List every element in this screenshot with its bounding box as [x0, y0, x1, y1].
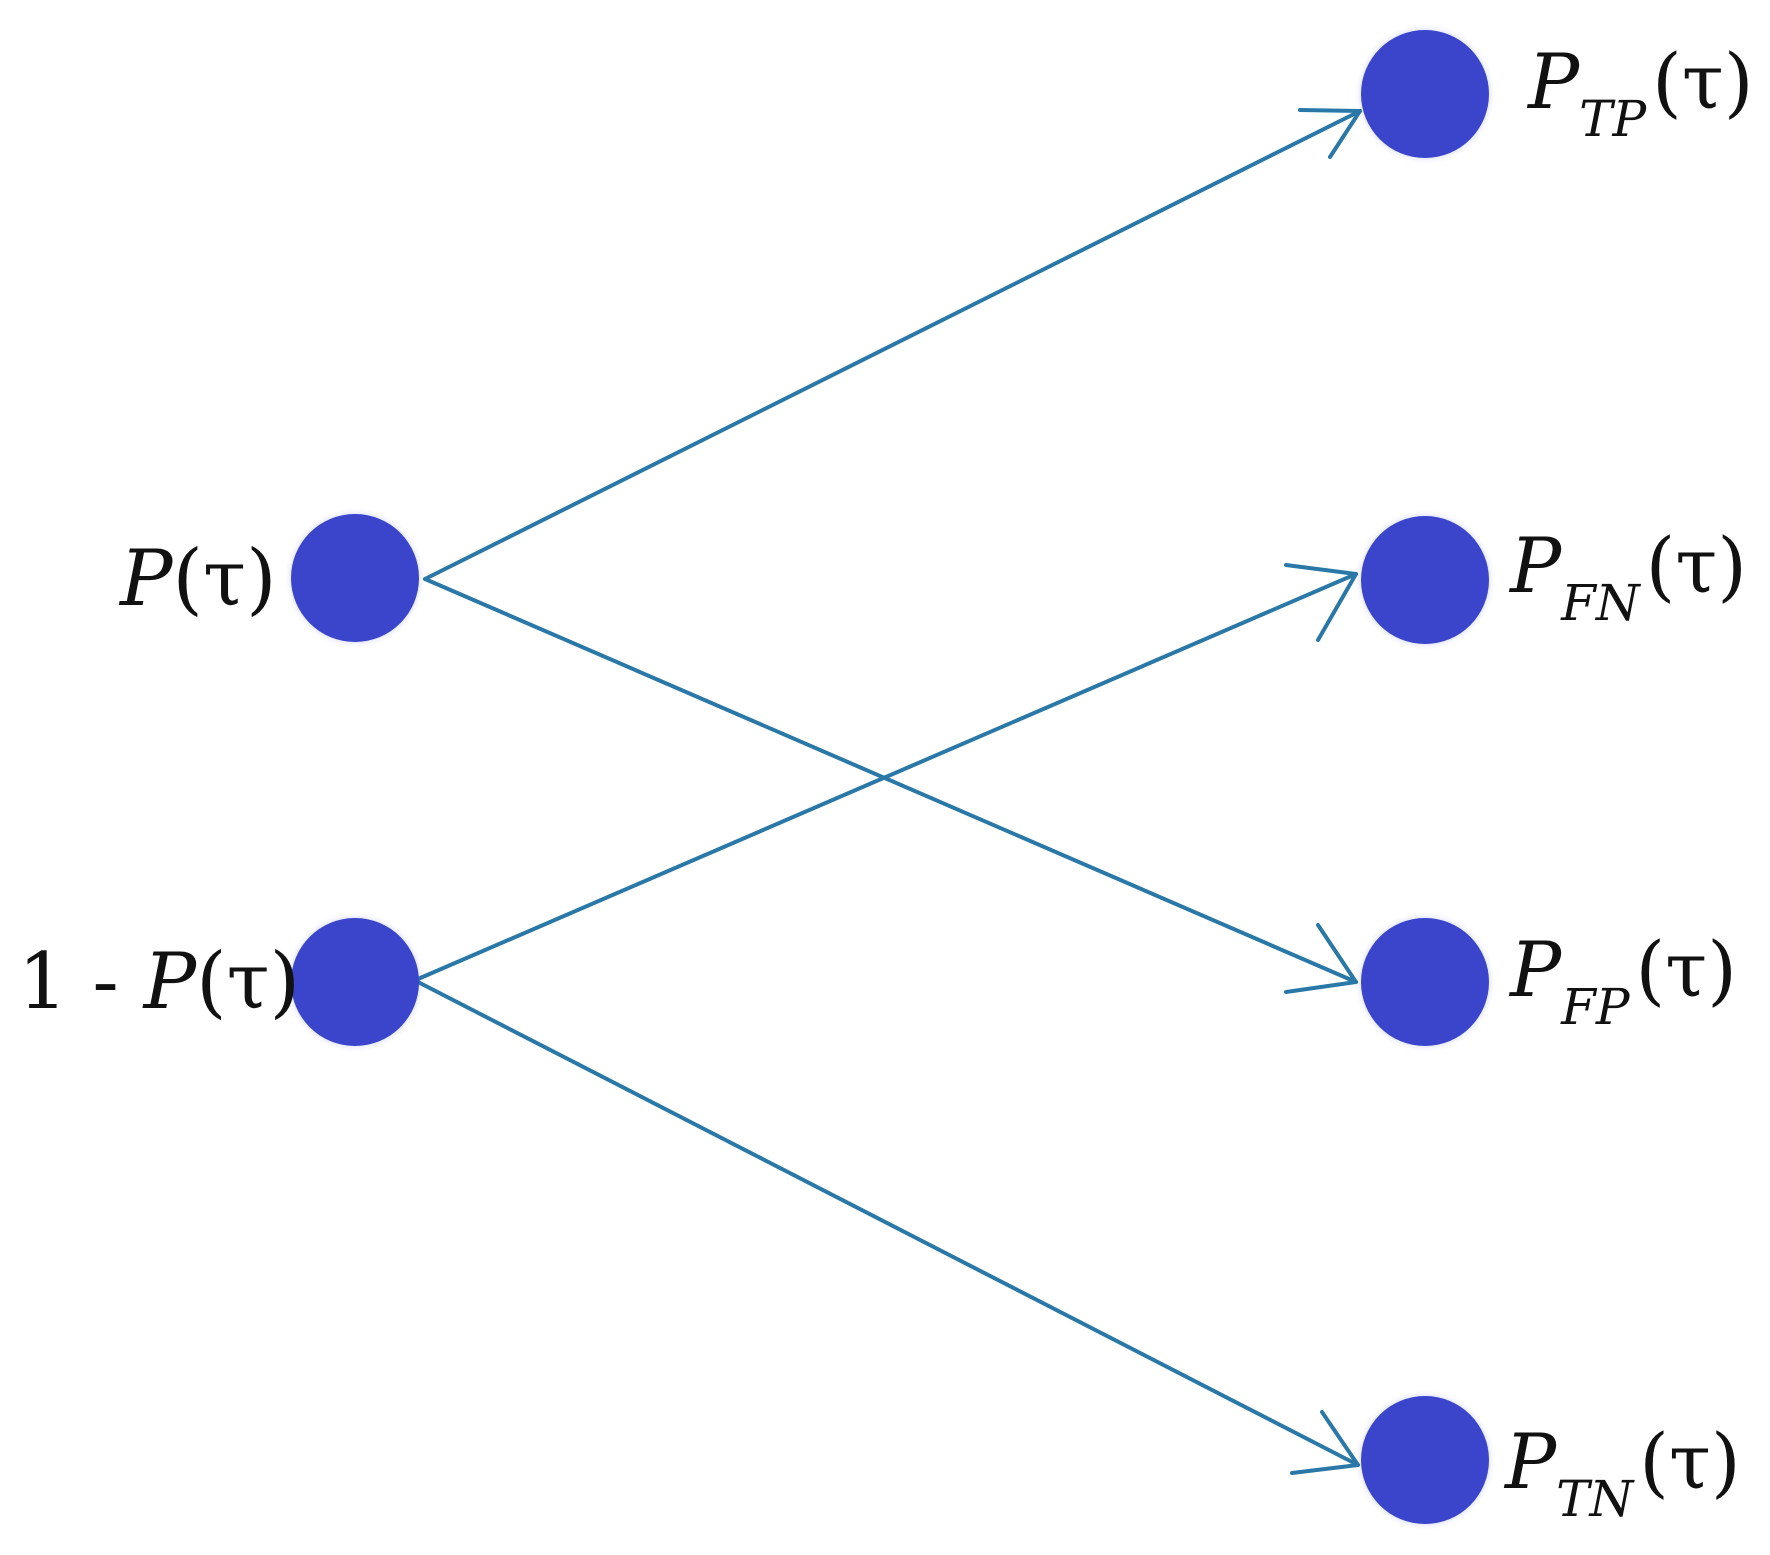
node-tp — [1361, 30, 1489, 158]
label-tau: τ — [227, 937, 270, 1027]
label-fn: PFN(τ) — [1508, 521, 1747, 632]
label-tau: τ — [1665, 925, 1707, 1014]
arrowhead-fn — [1284, 563, 1358, 642]
label-tau: τ — [203, 534, 246, 624]
label-open-paren: ( — [1639, 1417, 1669, 1506]
node-tn — [1361, 1396, 1489, 1524]
label-symbol: P — [1508, 521, 1563, 610]
label-symbol: P — [1503, 1417, 1558, 1506]
label-close-paren: ) — [1711, 1417, 1741, 1506]
label-tau: τ — [1675, 521, 1717, 610]
node-fn — [1361, 516, 1489, 644]
arrowhead-tp — [1298, 108, 1362, 159]
label-symbol: P — [118, 534, 174, 624]
label-source-positive: P(τ) — [118, 534, 277, 624]
label-open-paren: ( — [172, 534, 202, 624]
nodes — [291, 30, 1489, 1524]
label-open-paren: ( — [196, 937, 226, 1027]
label-open-paren: ( — [1646, 521, 1676, 610]
label-open-paren: ( — [1652, 37, 1682, 126]
label-symbol: P — [1526, 37, 1581, 126]
label-fp: PFP(τ) — [1508, 925, 1737, 1036]
labels: P(τ) 1 - P(τ) PTP(τ) PFN(τ) PFP(τ) PTN(τ… — [18, 37, 1754, 1528]
label-tau: τ — [1682, 37, 1724, 126]
label-prefix: 1 - — [18, 937, 144, 1027]
node-source-positive — [291, 514, 419, 642]
label-close-paren: ) — [246, 534, 276, 624]
edge-p-to-fp — [423, 577, 1358, 984]
label-subscript: FP — [1560, 978, 1631, 1036]
label-tau: τ — [1669, 1417, 1711, 1506]
label-symbol: P — [142, 937, 198, 1027]
arrowhead-fp — [1284, 923, 1358, 994]
label-open-paren: ( — [1635, 925, 1665, 1014]
label-symbol: P — [1508, 925, 1563, 1014]
label-source-negative: 1 - P(τ) — [18, 937, 300, 1027]
label-close-paren: ) — [1707, 925, 1737, 1014]
edges — [416, 108, 1362, 1475]
label-close-paren: ) — [1724, 37, 1754, 126]
label-tn: PTN(τ) — [1503, 1417, 1741, 1528]
edge-not-p-to-tn — [416, 980, 1360, 1467]
node-fp — [1361, 918, 1489, 1046]
edge-not-p-to-fn — [416, 572, 1358, 981]
label-tp: PTP(τ) — [1526, 37, 1754, 148]
edge-p-to-tp — [423, 109, 1362, 581]
arrowhead-tn — [1290, 1410, 1360, 1475]
label-close-paren: ) — [270, 937, 300, 1027]
node-source-negative — [291, 918, 419, 1046]
label-subscript: TP — [1579, 90, 1647, 148]
label-close-paren: ) — [1717, 521, 1747, 610]
label-subscript: FN — [1560, 574, 1642, 632]
label-subscript: TN — [1556, 1470, 1635, 1528]
